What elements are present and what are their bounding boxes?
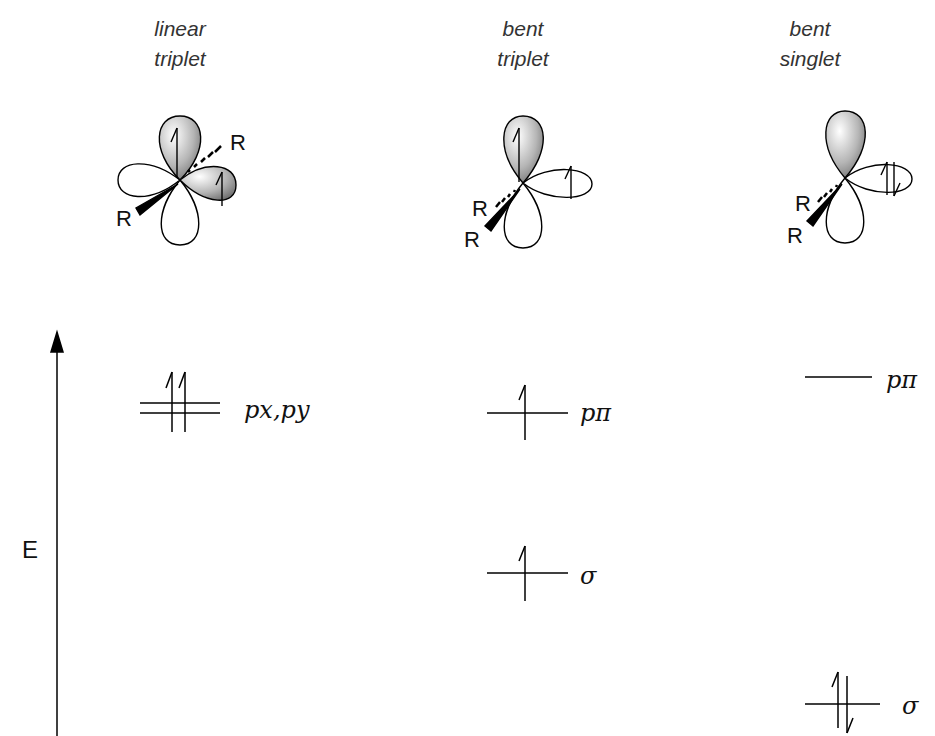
- state-heading: linear triplet: [135, 14, 225, 74]
- substituent-label: R: [464, 228, 480, 252]
- orbital-label: px,py: [244, 396, 309, 424]
- state-heading: bent triplet: [478, 14, 568, 74]
- orbital-label: pπ: [886, 366, 917, 394]
- substituent-label: R: [795, 192, 811, 216]
- orbital-label: σ: [580, 562, 596, 590]
- orbital-label: σ: [902, 692, 918, 720]
- bent-triplet-carbene: [485, 116, 592, 248]
- linear-carbene: [118, 116, 236, 245]
- substituent-label: R: [116, 207, 132, 231]
- state-heading: bent singlet: [765, 14, 855, 74]
- bent-singlet-carbene: [807, 111, 912, 243]
- substituent-label: R: [787, 224, 803, 248]
- substituent-label: R: [472, 197, 488, 221]
- energy-diagram: [51, 332, 880, 736]
- substituent-label: R: [230, 131, 246, 155]
- orbital-label: pπ: [580, 399, 611, 427]
- energy-axis-label: E: [22, 536, 38, 564]
